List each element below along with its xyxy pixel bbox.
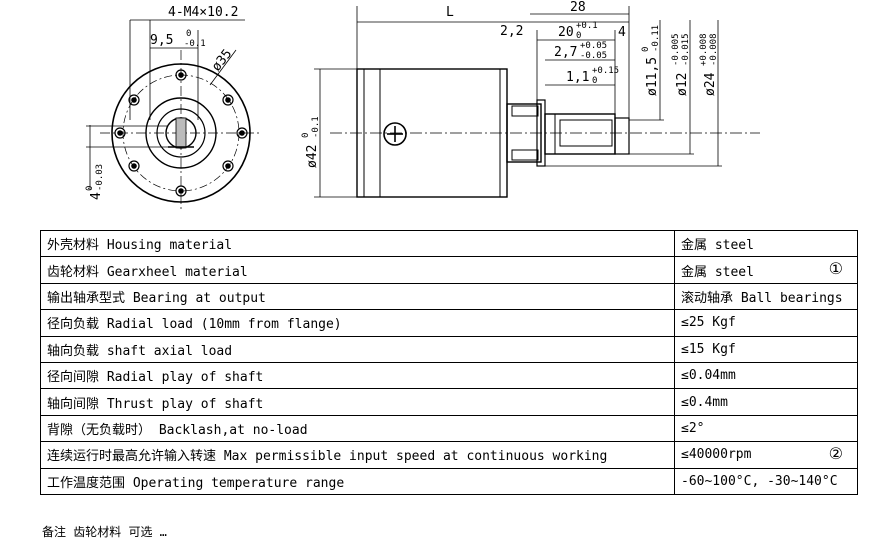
spec-value: ≤40000rpm — [681, 447, 752, 463]
table-row: 轴向负载 shaft axial load ≤15 Kgf — [40, 335, 858, 363]
spec-value-cell: 滚动轴承 Ball bearings — [674, 282, 858, 311]
spec-value-cell: ≤2° — [674, 414, 858, 443]
spec-value-cell: ≤15 Kgf — [674, 335, 858, 363]
spec-value-cell: 金属 steel ① — [674, 256, 858, 284]
dim-phi42-tol-upper: 0 — [301, 133, 311, 138]
dim-phi11-5-group: ø11,5 0 -0.11 — [641, 25, 661, 96]
table-row: 背隙（无负载时） Backlash,at no-load ≤2° — [40, 414, 858, 443]
side-view — [330, 68, 760, 198]
dim-20-tol-lower: 0 — [576, 31, 581, 41]
dim-28: 28 — [570, 0, 586, 15]
table-row: 轴向间隙 Thrust play of shaft ≤0.4mm — [40, 388, 858, 416]
footer-note: 备注 齿轮材料 可选 … — [42, 525, 167, 539]
dim-phi12-group: ø12 -0.005 -0.015 — [671, 33, 691, 96]
dim-phi42: ø42 — [305, 145, 320, 168]
table-row: 径向负载 Radial load (10mm from flange) ≤25 … — [40, 309, 858, 337]
front-view-dimension-lines — [86, 19, 245, 190]
spec-value: ≤0.04mm — [681, 368, 736, 384]
table-row: 齿轮材料 Gearxheel material 金属 steel ① — [40, 256, 858, 284]
spec-value: ≤15 Kgf — [681, 341, 736, 357]
spec-value: ≤25 Kgf — [681, 315, 736, 331]
mounting-holes — [114, 69, 248, 197]
spec-value: ≤2° — [681, 420, 705, 436]
spec-name: 输出轴承型式 Bearing at output — [40, 282, 675, 311]
specification-table: 外壳材料 Housing material 金属 steel 齿轮材料 Gear… — [40, 229, 858, 495]
dim-4-tol-upper: 0 — [85, 186, 95, 191]
spec-value: 金属 steel — [681, 264, 754, 280]
dim-phi35: ø35 — [209, 47, 235, 75]
spec-value-cell: ≤0.4mm — [674, 388, 858, 416]
dim-9-5-tol-upper: 0 — [186, 29, 191, 39]
spec-name: 工作温度范围 Operating temperature range — [40, 467, 675, 495]
table-row: 工作温度范围 Operating temperature range -60~1… — [40, 467, 858, 495]
table-row: 外壳材料 Housing material 金属 steel — [40, 229, 858, 258]
dim-2-7-tol-lower: -0.05 — [580, 51, 607, 61]
dim-2-7-tol-upper: +0.05 — [580, 41, 607, 51]
dim-4-right: 4 — [618, 25, 626, 40]
side-view-dimension-lines — [314, 6, 722, 198]
dim-20: 20 — [558, 25, 574, 40]
spec-name: 连续运行时最高允许输入转速 Max permissible input spee… — [40, 441, 675, 469]
dim-1-1-tol-upper: +0.15 — [592, 66, 619, 76]
dim-phi24: ø24 — [703, 72, 718, 96]
spec-name: 轴向间隙 Thrust play of shaft — [40, 388, 675, 416]
spec-value: 滚动轴承 Ball bearings — [681, 290, 843, 306]
dim-2-2: 2,2 — [500, 24, 523, 39]
dim-phi24-group: ø24 +0.008 -0.008 — [699, 33, 719, 96]
dim-phi11-5: ø11,5 — [645, 57, 660, 96]
spec-value-cell: 金属 steel — [674, 229, 858, 258]
dim-phi11-5-tol-lower: -0.11 — [651, 25, 661, 52]
spec-name: 背隙（无负载时） Backlash,at no-load — [40, 414, 675, 443]
dim-phi42-group: ø42 0 -0.1 — [301, 116, 321, 168]
dim-phi12-tol-upper: -0.005 — [671, 33, 681, 66]
table-row: 径向间隙 Radial play of shaft ≤0.04mm — [40, 361, 858, 390]
spec-name: 径向间隙 Radial play of shaft — [40, 361, 675, 390]
dim-phi42-tol-lower: -0.1 — [311, 116, 321, 138]
dim-20-tol-upper: +0.1 — [576, 21, 598, 31]
dim-9-5-tol-lower: -0.1 — [184, 39, 206, 49]
spec-value: 金属 steel — [681, 238, 754, 254]
dim-9-5: 9,5 — [150, 33, 173, 48]
spec-value-cell: ≤40000rpm ② — [674, 441, 858, 469]
table-row: 输出轴承型式 Bearing at output 滚动轴承 Ball beari… — [40, 282, 858, 311]
dim-2-7: 2,7 — [554, 45, 577, 60]
dim-phi11-5-tol-upper: 0 — [641, 47, 651, 52]
dim-4-tol-lower: -0.03 — [95, 164, 105, 191]
technical-drawing: 4-M4×10.2 9,5 0 -0.1 ø35 4 0 -0.03 — [85, 0, 760, 212]
dim-1-1-tol-lower: 0 — [592, 76, 597, 86]
spec-name: 外壳材料 Housing material — [40, 229, 675, 258]
note-mark: ① — [828, 259, 843, 279]
dim-4: 4 — [89, 192, 104, 200]
dim-4-group: 4 0 -0.03 — [85, 164, 105, 200]
spec-value-cell: ≤0.04mm — [674, 361, 858, 390]
dim-L: L — [446, 5, 454, 20]
spec-value: -60~100°C, -30~140°C — [681, 473, 838, 489]
spec-name: 轴向负载 shaft axial load — [40, 335, 675, 363]
dim-phi12-tol-lower: -0.015 — [681, 33, 691, 66]
table-row: 连续运行时最高允许输入转速 Max permissible input spee… — [40, 441, 858, 469]
note-mark: ② — [828, 444, 843, 464]
dim-phi24-tol-lower: -0.008 — [709, 33, 719, 66]
spec-value-cell: ≤25 Kgf — [674, 309, 858, 337]
dim-phi24-tol-upper: +0.008 — [699, 33, 709, 66]
dim-1-1: 1,1 — [566, 70, 589, 85]
screw-note: 4-M4×10.2 — [168, 5, 238, 20]
spec-value: ≤0.4mm — [681, 394, 728, 410]
spec-value-cell: -60~100°C, -30~140°C — [674, 467, 858, 495]
dim-phi12: ø12 — [675, 73, 690, 96]
spec-name: 齿轮材料 Gearxheel material — [40, 256, 675, 284]
spec-name: 径向负载 Radial load (10mm from flange) — [40, 309, 675, 337]
